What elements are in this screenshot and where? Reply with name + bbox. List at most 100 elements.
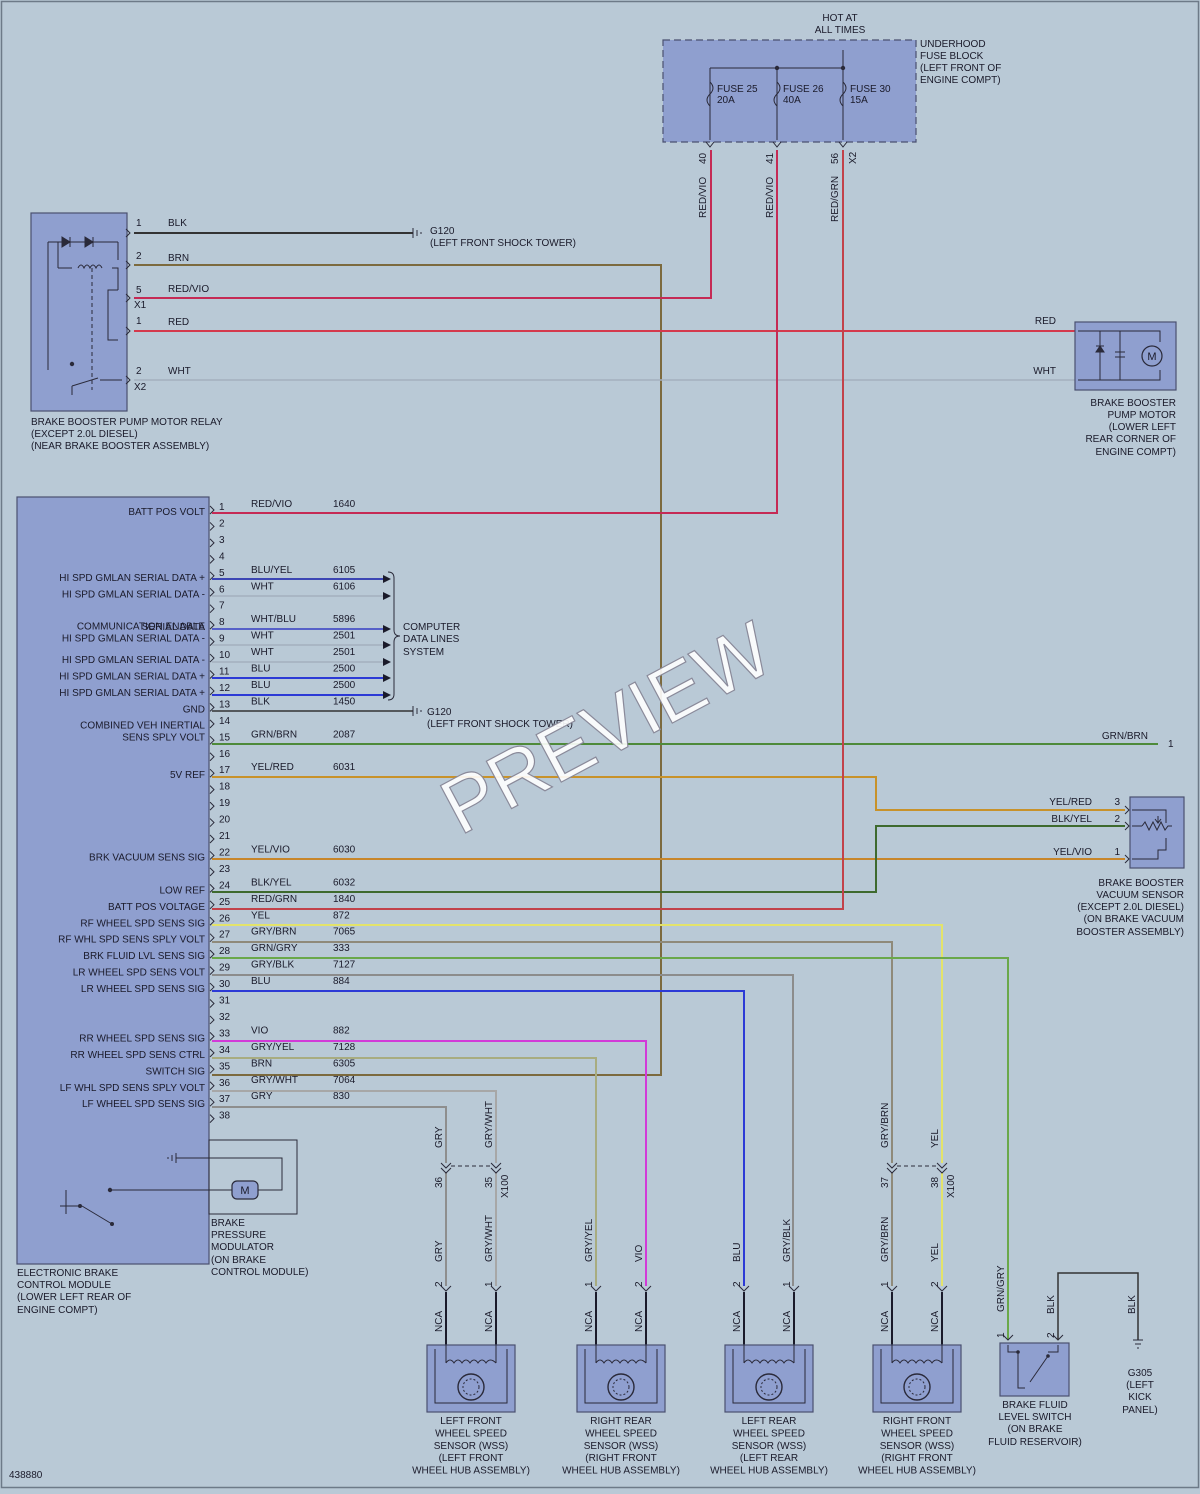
- tone-ring-teeth: [908, 1378, 926, 1396]
- sensor-nca-label: NCA: [782, 1311, 793, 1332]
- ebcm-pin-number: 18: [219, 782, 231, 793]
- ebcm-pin-terminal: [209, 900, 215, 910]
- ebcm-pin-terminal: [209, 505, 215, 515]
- x100-wire-gry: GRY: [434, 1126, 445, 1148]
- sensor-label-line: WHEEL HUB ASSEMBLY): [412, 1466, 530, 1477]
- ebcm-pin-terminal: [209, 1032, 215, 1041]
- wire-brn-switch-sig: [134, 264, 662, 1076]
- wiper-arrow-icon: [1154, 816, 1162, 824]
- ebcm-pin-wire-color: GRY/WHT: [251, 1075, 298, 1086]
- ebcm-label-line4: ENGINE COMPT): [17, 1305, 98, 1316]
- switch-contact: [1046, 1354, 1050, 1358]
- modulator-wires: [110, 1157, 283, 1191]
- ebcm-pin-number: 22: [219, 847, 231, 858]
- sensor-wire-label: GRY: [434, 1240, 445, 1262]
- fuse-block-box: [662, 39, 917, 143]
- relay-pin-1b: 1: [136, 316, 142, 327]
- fuse-26-name: FUSE 26: [783, 84, 824, 95]
- ebcm-pin-terminal: [209, 752, 215, 762]
- ebcm-pin-terminal: [209, 522, 215, 531]
- ebcm-pin-number: 32: [219, 1012, 231, 1023]
- wire-pin17-yel-red: [212, 776, 1125, 811]
- sensor-label-line: LEFT REAR: [742, 1416, 797, 1427]
- fuse-block-label-line3: (LEFT FRONT OF: [920, 63, 1001, 74]
- relay-connector-x1: X1: [134, 300, 147, 311]
- ebcm-pin-circuit: 5896: [333, 614, 356, 625]
- ebcm-pin-circuit: 7064: [333, 1075, 356, 1086]
- x100-labels: GRY GRY/WHT 36 35 X100 GRY/BRN YEL 37 38…: [434, 1101, 957, 1198]
- fuse-26-icon: [773, 81, 781, 107]
- ebcm-pin-circuit: 7065: [333, 927, 356, 938]
- ebcm-pin-function: 5V REF: [170, 770, 205, 781]
- sensor-pin-number: 1: [880, 1281, 891, 1287]
- sensor-leads: [595, 1292, 647, 1345]
- vac-wire-blk-yel: BLK/YEL: [1051, 814, 1092, 825]
- potentiometer-icon: [1141, 820, 1172, 832]
- x100-connector-marks: [440, 1162, 948, 1174]
- ebcm-pin-circuit: 882: [333, 1025, 350, 1036]
- relay-wires: 1 BLK 2 BRN 5 RED/VIO X1 1 RED 2 WHT X2 …: [125, 150, 1075, 1076]
- sensor-leads: [891, 1292, 943, 1345]
- sensor-coil-icon: [445, 1345, 497, 1364]
- ebcm-pin-function: COMMUNICATION ENABLE: [77, 622, 205, 633]
- ebcm-pin-number: 36: [219, 1078, 231, 1089]
- ebcm-pin-wire-color: YEL/RED: [251, 762, 294, 773]
- ebcm-pin-number: 12: [219, 683, 231, 694]
- ebcm-pin-wire-color: WHT: [251, 581, 274, 592]
- ebcm-pin-function: SERIAL DATA: [142, 622, 205, 633]
- vac-label-line3: (EXCEPT 2.0L DIESEL): [1077, 902, 1184, 913]
- ebcm-pin-function: RR WHEEL SPD SENS SIG: [79, 1033, 205, 1044]
- ebcm-pin-terminal: [209, 768, 215, 778]
- wire-pin27-gry-brn: [212, 941, 893, 1163]
- wire-pin25-red-grn: [212, 150, 844, 910]
- ebcm-pin-circuit: 6106: [333, 581, 356, 592]
- relay-pin-terminals: [125, 228, 131, 385]
- g120-label-2: G120: [427, 707, 452, 718]
- wire-red-vio-fuse25: [134, 150, 712, 299]
- fluid-pin-2: 2: [1046, 1332, 1057, 1338]
- modulator-label-line4: (ON BRAKE: [211, 1255, 266, 1266]
- ebcm-pin-circuit: 2500: [333, 680, 356, 691]
- ebcm-pin-function: RR WHEEL SPD SENS CTRL: [70, 1050, 205, 1061]
- ebcm-pin-terminal: [209, 703, 215, 712]
- ebcm-pin-number: 38: [219, 1111, 231, 1122]
- sensor-pin-terminals: [590, 1285, 652, 1292]
- sensor-label-line: SENSOR (WSS): [434, 1441, 508, 1452]
- ebcm-pin-wire-color: BLK/YEL: [251, 877, 292, 888]
- modulator-motor-icon: [231, 1180, 259, 1200]
- relay-switch-icon: [71, 377, 122, 395]
- ebcm-pin-function: HI SPD GMLAN SERIAL DATA -: [62, 634, 205, 645]
- hot-at-all-times-line2: ALL TIMES: [815, 25, 866, 36]
- relay-wire-blk: BLK: [168, 218, 187, 229]
- sensor-coil-icon: [595, 1345, 647, 1364]
- ebcm-pin-number: 2: [219, 518, 225, 529]
- ebcm-pin-wire-color: YEL/VIO: [251, 844, 290, 855]
- motor-label-line4: REAR CORNER OF: [1085, 434, 1176, 445]
- ebcm-pin-wire-color: YEL: [251, 910, 270, 921]
- sensor-label-line: RIGHT FRONT: [883, 1416, 951, 1427]
- ebcm-pin-wire-color: BLU: [251, 976, 270, 987]
- ebcm-pin-function: LOW REF: [159, 885, 205, 896]
- modulator-label-line5: CONTROL MODULE): [211, 1267, 308, 1278]
- fluid-label-line1: BRAKE FLUID: [1002, 1400, 1068, 1411]
- ebcm-pin-circuit: 1640: [333, 499, 356, 510]
- fuse-30-pin: 56: [830, 152, 841, 164]
- ebcm-label-line2: CONTROL MODULE: [17, 1280, 111, 1291]
- vacuum-sensor-internals: [1132, 809, 1167, 860]
- ebcm-pin-function: HI SPD GMLAN SERIAL DATA +: [59, 688, 205, 699]
- fluid-pin-1: 1: [996, 1332, 1007, 1338]
- ebcm-pin-terminal: [209, 735, 215, 745]
- sensor-frame: [880, 1349, 954, 1404]
- capacitor-icon: [1115, 351, 1125, 358]
- vac-label-line4: (ON BRAKE VACUUM: [1084, 914, 1184, 925]
- ebcm-pin-terminal: [209, 1064, 215, 1074]
- vac-label-line2: VACUUM SENSOR: [1096, 890, 1184, 901]
- ebcm-pin-number: 25: [219, 897, 231, 908]
- sensor-label-line: WHEEL SPEED: [733, 1428, 805, 1439]
- ebcm-pin-number: 17: [219, 765, 231, 776]
- ebcm-pin-wire-color: BLU/YEL: [251, 565, 293, 576]
- ebcm-pin-wire-color: BRN: [251, 1058, 272, 1069]
- vac-pin-2: 2: [1114, 814, 1120, 825]
